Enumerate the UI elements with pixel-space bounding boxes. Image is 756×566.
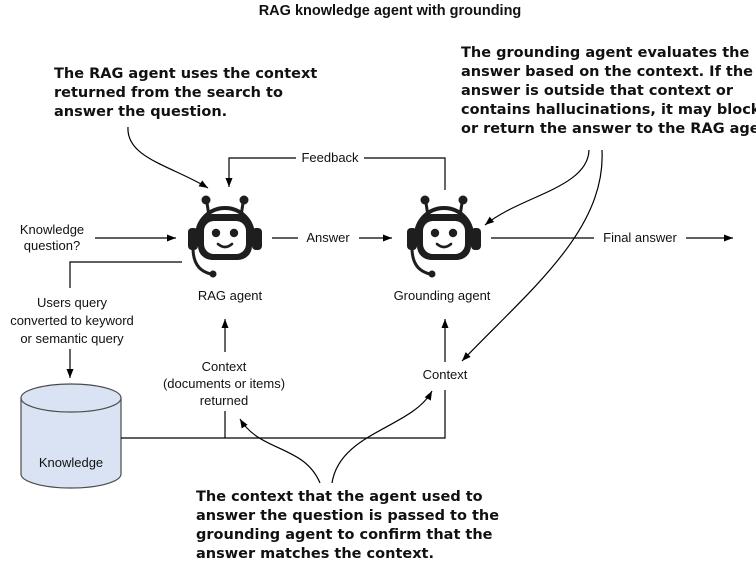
query-line (69, 261, 182, 288)
context-note-line: grounding agent to confirm that the (196, 527, 493, 543)
grounding-agent-robot-icon (405, 193, 483, 280)
knowledge-label: Knowledge (39, 455, 103, 470)
knowledge-question-label: question? (24, 238, 80, 253)
rag-note-pointer (127, 126, 209, 189)
users-query-label: or semantic query (20, 331, 124, 346)
context-note-line: The context that the agent used to (196, 489, 483, 505)
context-label: Context (423, 367, 468, 382)
grounding-note-line: The grounding agent evaluates the (461, 45, 749, 61)
feedback-label: Feedback (301, 150, 359, 165)
rag-agent-annotation: The RAG agent uses the context returned … (54, 66, 317, 120)
answer-label: Answer (306, 230, 350, 245)
context-annotation: The context that the agent used to answe… (196, 489, 499, 562)
users-query-label: converted to keyword (10, 313, 134, 328)
grounding-agent-annotation: The grounding agent evaluates the answer… (461, 45, 756, 137)
context-return-line (121, 390, 446, 439)
context-returned-label: returned (200, 393, 248, 408)
diagram-title: RAG knowledge agent with grounding (259, 3, 522, 19)
grounding-note-line: or return the answer to the RAG agent. (461, 121, 756, 137)
context-note-pointer-right (331, 390, 433, 484)
feedback-arrow (225, 157, 296, 187)
grounding-note-pointer (484, 149, 590, 226)
rag-note-line: answer the question. (54, 104, 227, 120)
rag-note-line: returned from the search to (54, 85, 283, 101)
knowledge-database-icon (20, 383, 122, 489)
context-returned-label: Context (202, 359, 247, 374)
context-returned-label: (documents or items) (163, 376, 285, 391)
context-note-line: answer the question is passed to the (196, 508, 499, 524)
grounding-agent-label: Grounding agent (394, 288, 491, 303)
context-note-line: answer matches the context. (196, 546, 434, 562)
knowledge-question-label: Knowledge (20, 222, 84, 237)
users-query-label: Users query (37, 295, 108, 310)
context-note-pointer-left (239, 418, 321, 484)
rag-agent-robot-icon (186, 193, 264, 280)
feedback-line (364, 157, 446, 190)
grounding-note-line: answer is outside that context or (461, 83, 734, 99)
final-answer-label: Final answer (603, 230, 677, 245)
grounding-note-line: answer based on the context. If the (461, 64, 753, 80)
grounding-note-context-pointer (461, 149, 603, 362)
rag-agent-label: RAG agent (198, 288, 263, 303)
rag-note-line: The RAG agent uses the context (54, 66, 317, 82)
grounding-note-line: contains hallucinations, it may block (461, 102, 756, 118)
